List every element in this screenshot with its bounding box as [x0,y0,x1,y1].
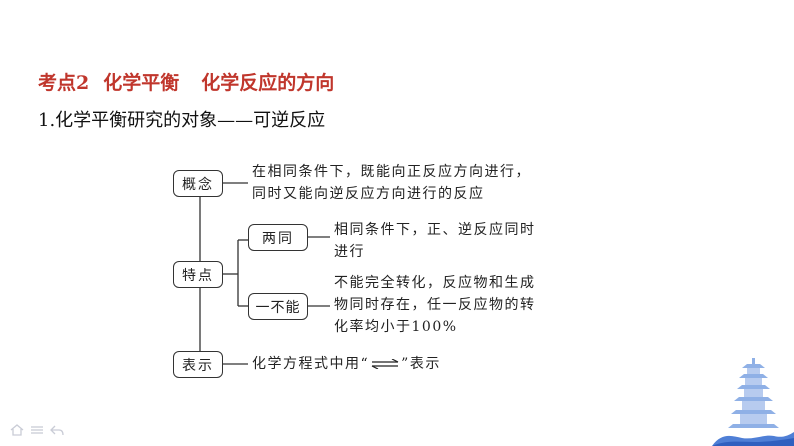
cannot-desc-line: 化率均小于100% [334,319,458,335]
features-label: 特点 [182,267,214,284]
two-same-desc-line: 进行 [334,244,365,260]
representation-label: 表示 [182,357,214,374]
two-same-box: 两同 [248,224,308,251]
concept-description: 在相同条件下，既能向正反应方向进行， 同时又能向逆反应方向进行的反应 [252,161,531,205]
representation-desc-suffix: ”表示 [401,356,441,372]
cannot-description: 不能完全转化，反应物和生成 物同时存在，任一反应物的转 化率均小于100% [334,272,536,338]
cannot-box: 一不能 [248,293,308,320]
back-icon[interactable] [50,424,64,436]
reversible-arrow-icon [371,359,399,369]
concept-label: 概念 [182,176,214,193]
home-icon[interactable] [10,424,24,436]
concept-desc-line: 在相同条件下，既能向正反应方向进行， [252,164,531,180]
concept-box: 概念 [173,170,223,197]
representation-box: 表示 [173,351,223,378]
concept-desc-line: 同时又能向逆反应方向进行的反应 [252,186,485,202]
topic-reaction-direction: 化学反应的方向 [201,72,335,94]
two-same-label: 两同 [262,230,294,247]
features-box: 特点 [173,261,223,288]
cannot-desc-line: 不能完全转化，反应物和生成 [334,275,536,291]
two-same-description: 相同条件下，正、逆反应同时 进行 [334,219,536,263]
footer-nav [10,424,64,436]
pagoda-logo-icon [712,358,794,446]
section-number: 考点2 [38,72,90,94]
topic-chemical-equilibrium: 化学平衡 [103,72,180,94]
cannot-desc-line: 物同时存在，任一反应物的转 [334,297,536,313]
representation-description: 化学方程式中用“ ”表示 [252,353,441,375]
section-heading: 考点2 化学平衡化学反应的方向 [38,68,334,95]
menu-icon[interactable] [30,424,44,436]
two-same-desc-line: 相同条件下，正、逆反应同时 [334,222,536,238]
cannot-label: 一不能 [255,299,301,316]
representation-desc-prefix: 化学方程式中用“ [252,356,370,372]
subsection-title: 1.化学平衡研究的对象——可逆反应 [38,110,326,131]
